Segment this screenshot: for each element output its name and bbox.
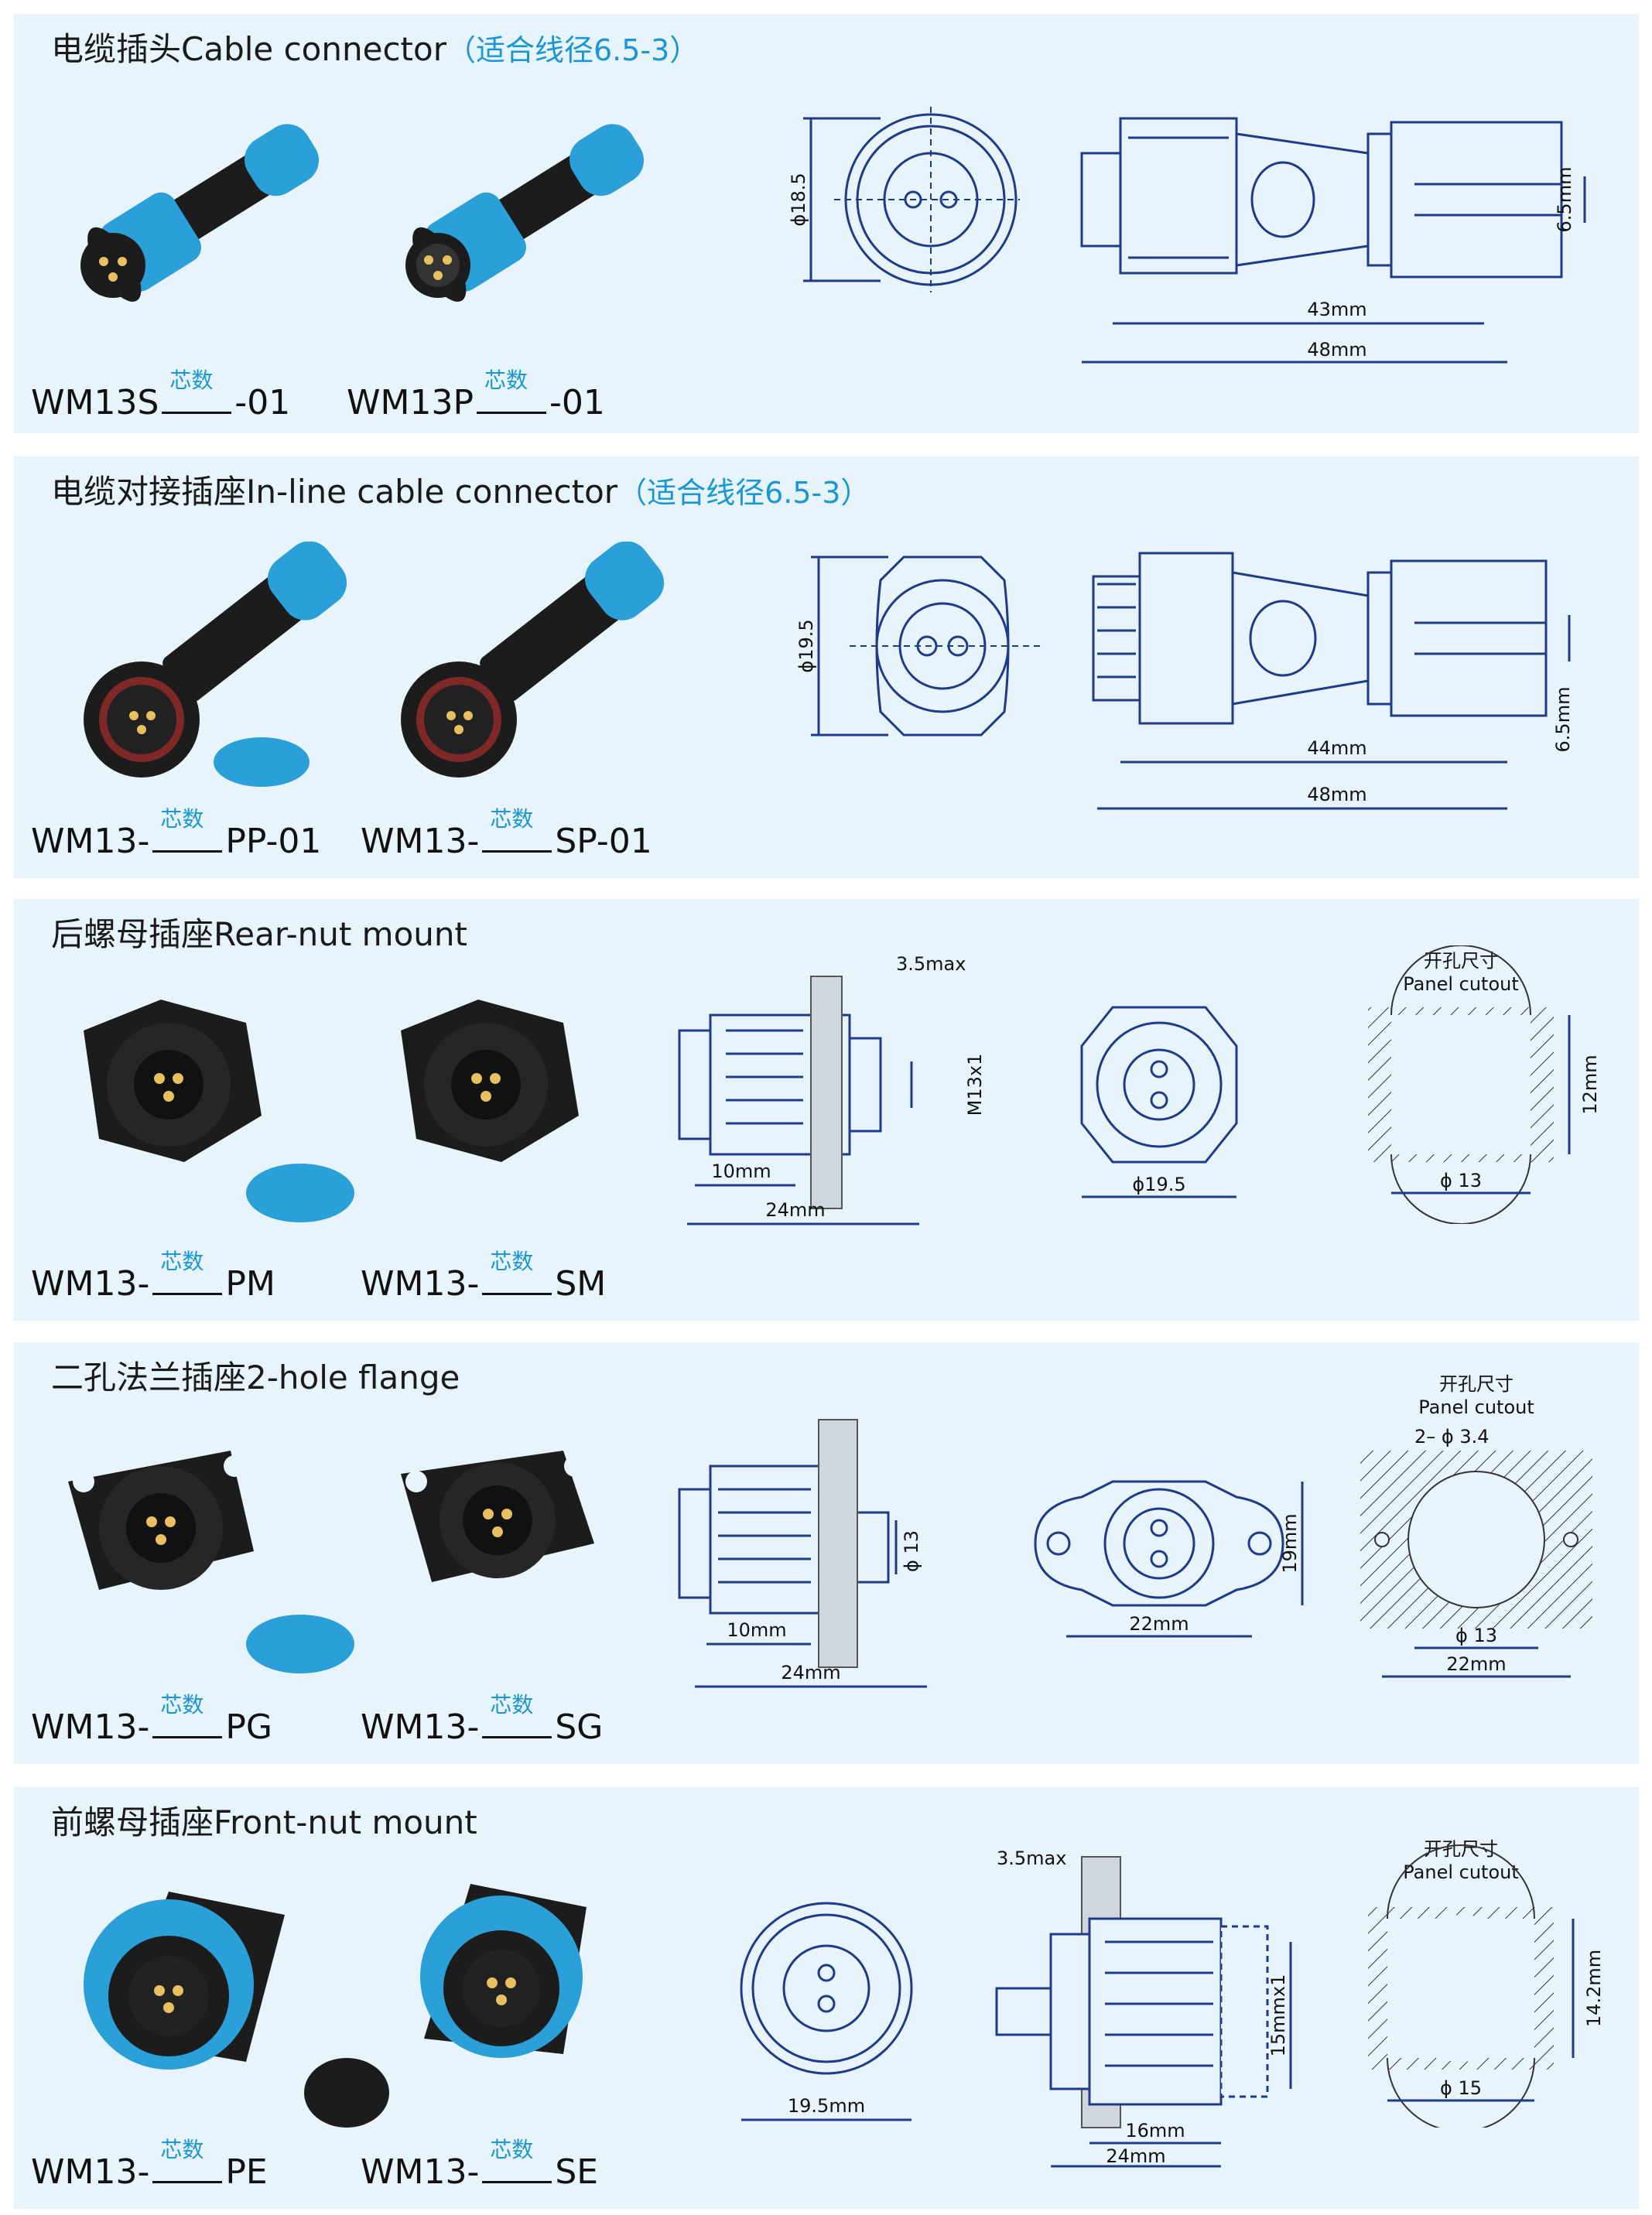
photo-rear-pin	[401, 1000, 579, 1162]
dim-length-total: 48mm	[1307, 339, 1366, 361]
drawing-front-view: ϕ19.5	[795, 555, 1043, 737]
photo-front-socket	[84, 1892, 389, 2128]
dim-diameter: ϕ19.5	[1132, 1174, 1185, 1195]
section-title: 电缆对接插座In-line cable connector（适合线径6.5-3）	[51, 473, 870, 511]
drawing-side-view: 3.5max 15mmx1 16mm 24mm	[995, 1848, 1292, 2168]
dim-front-length: 10mm	[711, 1160, 771, 1182]
photo-socket-plug	[80, 124, 320, 302]
section-title: 前螺母插座Front-nut mount	[51, 1803, 477, 1841]
cutout-title-cn: 开孔尺寸	[1424, 950, 1498, 972]
drawing-panel-cutout: 开孔尺寸 Panel cutout 14.2mm ϕ 15	[1368, 1838, 1605, 2128]
dim-front-length: 10mm	[727, 1619, 786, 1641]
dim-cutout-diameter: ϕ 13	[1440, 1170, 1482, 1191]
drawing-side-view: 43mm 48mm 6.5mm	[1080, 117, 1586, 364]
dim-cutout-flat: 12mm	[1579, 1055, 1601, 1114]
drawing-panel-cutout: 开孔尺寸 Panel cutout 12mm ϕ 13	[1368, 945, 1601, 1224]
dim-panel-thickness: 3.5max	[997, 1848, 1066, 1869]
cutout-title-en: Panel cutout	[1418, 1396, 1534, 1418]
dim-cable: 6.5mm	[1552, 687, 1574, 753]
cutout-title-cn: 开孔尺寸	[1424, 1838, 1498, 1860]
photo-rear-socket	[84, 1000, 354, 1222]
dim-hole-spacing: 22mm	[1446, 1653, 1506, 1675]
photo-inline-pin	[401, 542, 665, 778]
dim-cutout-diameter: ϕ 15	[1440, 2077, 1482, 2099]
section-title: 二孔法兰插座2-hole flange	[51, 1359, 460, 1396]
section-title: 电缆插头Cable connector（适合线径6.5-3）	[51, 30, 699, 68]
dim-flange-diameter: ϕ 13	[901, 1530, 922, 1572]
drawing-front-view: 19mm 22mm	[1034, 1480, 1304, 1638]
dim-cutout-flat: 14.2mm	[1583, 1950, 1605, 2027]
dim-total-length: 24mm	[765, 1199, 825, 1221]
dim-diameter: ϕ19.5	[795, 619, 817, 672]
section-title: 后螺母插座Rear-nut mount	[51, 915, 467, 953]
drawing-side-view: ϕ 13 10mm 24mm	[678, 1419, 927, 1688]
photo-front-pin	[420, 1884, 587, 2058]
drawing-side-view: 3.5max M13x1 10mm 24mm	[678, 953, 986, 1225]
cutout-title-cn: 开孔尺寸	[1439, 1373, 1513, 1395]
dim-diameter: ϕ18.5	[788, 173, 809, 226]
photo-flange-socket	[68, 1451, 354, 1673]
cutout-title-en: Panel cutout	[1403, 973, 1519, 995]
photo-inline-socket	[84, 542, 347, 787]
drawing-front-view: 19.5mm	[740, 1902, 913, 2121]
dim-thread: 15mmx1	[1267, 1974, 1289, 2057]
photo-pin-plug	[405, 124, 645, 302]
dim-length-inner: 43mm	[1307, 299, 1366, 320]
dim-hole-diameter: 2– ϕ 3.4	[1414, 1426, 1490, 1448]
dim-length-inner: 44mm	[1307, 737, 1366, 759]
dim-rear-length: 16mm	[1125, 2120, 1185, 2142]
photo-flange-pin	[401, 1451, 594, 1582]
dim-total-length: 24mm	[1106, 2145, 1165, 2167]
dim-length-total: 48mm	[1307, 784, 1366, 805]
dim-cutout-diameter: ϕ 13	[1455, 1625, 1497, 1646]
drawing-panel-cutout: 开孔尺寸 Panel cutout 2– ϕ 3.4 ϕ 13 22mm	[1360, 1373, 1592, 1678]
drawing-front-view: ϕ18.5	[788, 107, 1020, 292]
dim-panel-thickness: 3.5max	[896, 953, 966, 975]
dim-flange-width: 22mm	[1129, 1613, 1189, 1635]
cutout-title-en: Panel cutout	[1403, 1861, 1519, 1883]
drawing-front-view: ϕ19.5	[1080, 1006, 1238, 1198]
dim-total-length: 24mm	[781, 1662, 840, 1683]
dim-diameter: 19.5mm	[788, 2095, 865, 2117]
section-inline-connector: 电缆对接插座In-line cable connector（适合线径6.5-3）…	[14, 456, 1639, 878]
dim-thread: M13x1	[964, 1054, 986, 1116]
dim-cable: 6.5mm	[1554, 167, 1575, 233]
dim-flange-height: 19mm	[1279, 1513, 1301, 1573]
drawing-side-view: 44mm 48mm 6.5mm	[1092, 552, 1574, 810]
